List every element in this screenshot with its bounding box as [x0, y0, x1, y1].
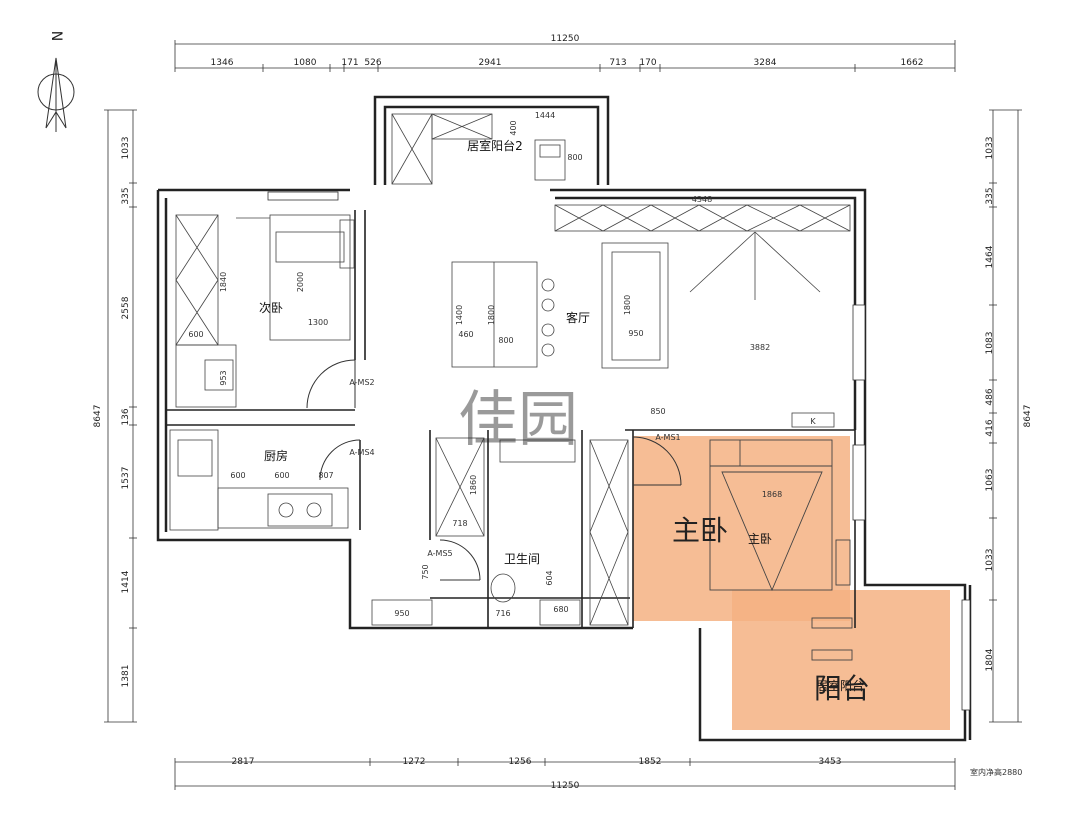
right-dim-4: 1083 [985, 332, 995, 355]
dining-h1-dim: 1400 [455, 305, 464, 325]
door-ms1-label: A-MS1 [655, 433, 680, 442]
second-bedroom-furniture [175, 214, 355, 408]
master-bed-dim: 1868 [762, 490, 782, 499]
living-span-dim: 3882 [750, 343, 770, 352]
balcony-seat-dim: 800 [567, 153, 582, 162]
left-total-dim: 8647 [93, 405, 103, 428]
right-total-dim: 8647 [1023, 405, 1033, 428]
bathroom-furniture [371, 437, 629, 626]
top-dim-6: 713 [609, 58, 626, 68]
master-bedroom-furniture [709, 439, 851, 592]
interior-walls [166, 210, 856, 628]
right-dim-3: 1464 [985, 245, 995, 268]
tv-label: K [810, 417, 816, 426]
left-dim-6: 1414 [121, 570, 131, 593]
dining-seat-dim: 800 [498, 336, 513, 345]
left-dim-4: 136 [121, 408, 131, 425]
balcony-width-dim: 1444 [535, 111, 555, 120]
bath-dim-b: 750 [421, 564, 430, 579]
door-ms5-label: A-MS5 [427, 549, 452, 558]
room-master-balcony-label: 居室阳台 [816, 678, 864, 693]
balcony-height-dim: 400 [509, 120, 518, 135]
bath-dim-a: 718 [452, 519, 467, 528]
left-dimensions [104, 109, 137, 723]
kitchen-furniture [169, 429, 349, 531]
watermark-logo: 佳园 [458, 385, 578, 455]
ceiling-note: 室内净高2880 [970, 767, 1022, 777]
right-dim-2: 335 [985, 187, 995, 204]
top-dimensions [174, 40, 956, 72]
living-width-dim: 4348 [692, 195, 712, 204]
top-dim-5: 2941 [479, 58, 502, 68]
bath-dim-e: 680 [553, 605, 568, 614]
sofa-w-dim: 950 [628, 329, 643, 338]
dining-w-dim: 460 [458, 330, 473, 339]
windows [267, 191, 971, 711]
kitchen-dim-b: 600 [274, 471, 289, 480]
room-master-bedroom-label: 主卧 [748, 532, 772, 546]
balcony2-furniture [391, 113, 566, 185]
room-second-bedroom-label: 次卧 [259, 301, 283, 315]
dining-h2-dim: 1800 [487, 305, 496, 325]
bottom-dim-3: 1256 [509, 757, 532, 767]
annotation-master-bedroom: 主卧 [672, 514, 728, 547]
top-dim-3: 171 [341, 58, 358, 68]
living-cabinet [554, 204, 851, 428]
top-dim-2: 1080 [294, 58, 317, 68]
kitchen-dim-a: 600 [230, 471, 245, 480]
right-dim-6: 416 [985, 419, 995, 436]
left-dim-1: 1033 [121, 137, 131, 160]
right-dim-8: 1033 [985, 549, 995, 572]
bed-height-dim: 2000 [296, 272, 305, 292]
sofa-h-dim: 1800 [623, 295, 632, 315]
right-dim-5: 486 [985, 388, 995, 405]
bottom-dim-1: 2817 [232, 757, 255, 767]
door-ms4-label: A-MS4 [349, 448, 374, 457]
right-dim-1: 1033 [985, 137, 995, 160]
door-ms2-label: A-MS2 [349, 378, 374, 387]
bath-dim-c: 716 [495, 609, 510, 618]
sofa-furniture [601, 242, 669, 369]
right-dimensions [989, 109, 1022, 723]
top-dim-4: 526 [364, 58, 381, 68]
door-swings [306, 359, 682, 581]
compass-arrow-icon [45, 57, 67, 129]
kitchen-dim-c: 807 [318, 471, 333, 480]
annotation-balcony: 阳台 [814, 672, 870, 705]
bottom-dimensions [174, 758, 956, 790]
top-dim-7: 170 [639, 58, 656, 68]
bed-length-dim: 1300 [308, 318, 328, 327]
left-dim-5: 1537 [121, 467, 131, 490]
room-living-label: 客厅 [566, 310, 590, 325]
top-dim-8: 3284 [754, 58, 777, 68]
left-dim-7: 1381 [121, 665, 131, 688]
room-bathroom-label: 卫生间 [504, 552, 540, 566]
room-balcony2-label: 居室阳台2 [467, 138, 523, 153]
bottom-dim-5: 3453 [819, 757, 842, 767]
bottom-dim-2: 1272 [403, 757, 426, 767]
bath-dim-d: 604 [545, 570, 554, 585]
dining-furniture [451, 261, 555, 368]
right-dim-9: 1804 [985, 648, 995, 671]
left-dim-3: 2558 [121, 296, 131, 319]
bath-dim-f: 1860 [469, 475, 478, 495]
top-dim-9: 1662 [901, 58, 924, 68]
left-dim-2: 335 [121, 187, 131, 204]
master-balcony-furniture [811, 617, 853, 661]
wardrobe-dim: 600 [188, 330, 203, 339]
corridor-dim: 850 [650, 407, 665, 416]
room-kitchen-label: 厨房 [264, 448, 288, 463]
right-dim-7: 1063 [985, 469, 995, 492]
desk-dim: 953 [219, 370, 228, 385]
north-compass: N [37, 31, 75, 132]
storage-dim: 950 [394, 609, 409, 618]
bottom-total-dim: 11250 [551, 781, 580, 791]
bed-width-dim: 1840 [219, 272, 228, 292]
top-dim-1: 1346 [211, 58, 234, 68]
bottom-dim-4: 1852 [639, 757, 662, 767]
top-total-dim: 11250 [551, 34, 580, 44]
north-label: N [48, 31, 64, 41]
